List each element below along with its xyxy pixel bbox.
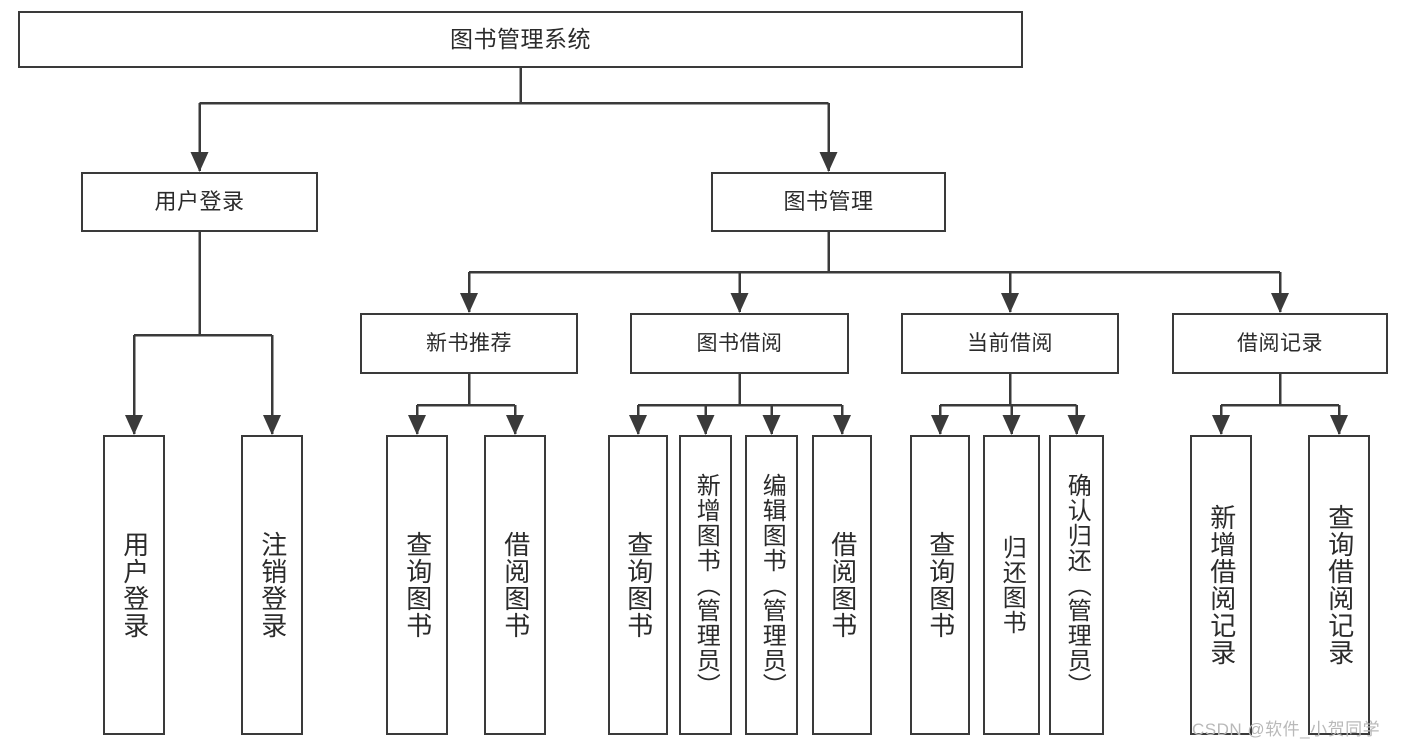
- node-leaf-return: 归还图书: [983, 435, 1040, 735]
- node-leaf-edit-book: 编辑图书（管理员）: [745, 435, 798, 735]
- node-label: 编辑图书（管理员）: [758, 472, 786, 698]
- node-label: 注销登录: [257, 531, 288, 639]
- node-leaf-add-rec: 新增借阅记录: [1190, 435, 1252, 735]
- node-label: 查询借阅记录: [1324, 504, 1355, 666]
- node-leaf-logout: 注销登录: [241, 435, 303, 735]
- node-current-borrow: 当前借阅: [901, 313, 1119, 374]
- node-label: 查询图书: [925, 531, 956, 639]
- node-label: 确认归还（管理员）: [1063, 472, 1091, 698]
- node-leaf-user-login: 用户登录: [103, 435, 165, 735]
- node-label: 新增图书（管理员）: [692, 472, 720, 698]
- node-label: 借阅图书: [827, 531, 858, 639]
- node-leaf-query-3: 查询图书: [910, 435, 970, 735]
- node-root: 图书管理系统: [18, 11, 1023, 68]
- node-leaf-query-1: 查询图书: [386, 435, 448, 735]
- node-label: 借阅图书: [500, 531, 531, 639]
- node-label: 查询图书: [623, 531, 654, 639]
- node-label: 新书推荐: [426, 331, 512, 355]
- node-leaf-query-2: 查询图书: [608, 435, 668, 735]
- node-new-book-rec: 新书推荐: [360, 313, 578, 374]
- node-leaf-add-book: 新增图书（管理员）: [679, 435, 732, 735]
- node-book-borrow: 图书借阅: [630, 313, 849, 374]
- node-label: 用户登录: [119, 531, 150, 639]
- node-label: 当前借阅: [967, 331, 1053, 355]
- node-borrow-record: 借阅记录: [1172, 313, 1388, 374]
- node-book-manage: 图书管理: [711, 172, 946, 232]
- node-label: 图书管理: [783, 188, 874, 214]
- node-leaf-confirm: 确认归还（管理员）: [1049, 435, 1104, 735]
- node-leaf-borrow-2: 借阅图书: [812, 435, 872, 735]
- node-leaf-query-rec: 查询借阅记录: [1308, 435, 1370, 735]
- node-label: 新增借阅记录: [1206, 504, 1237, 666]
- node-label: 借阅记录: [1237, 331, 1323, 355]
- node-label: 图书管理系统: [450, 25, 591, 52]
- node-leaf-borrow-1: 借阅图书: [484, 435, 546, 735]
- node-label: 归还图书: [998, 535, 1026, 635]
- node-label: 用户登录: [154, 188, 245, 214]
- node-label: 查询图书: [402, 531, 433, 639]
- node-label: 图书借阅: [696, 331, 783, 355]
- node-user-login: 用户登录: [81, 172, 318, 232]
